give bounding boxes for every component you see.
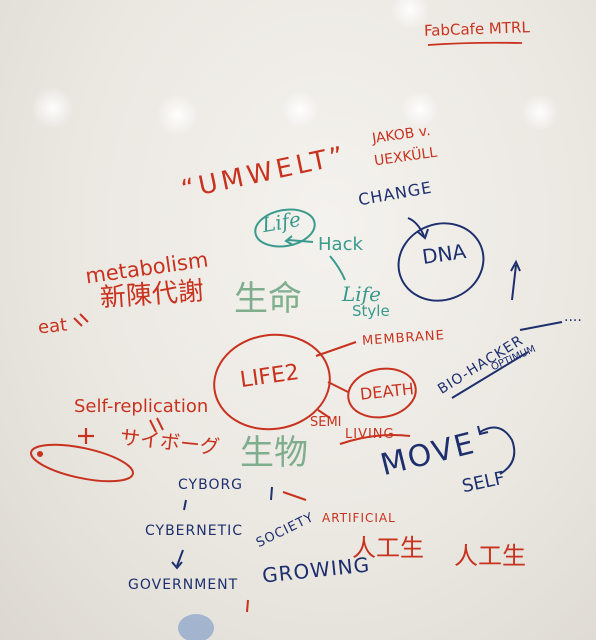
light-glare bbox=[280, 92, 320, 127]
red-oval bbox=[30, 443, 134, 483]
light-glare bbox=[30, 88, 75, 128]
tick-mark bbox=[270, 486, 273, 501]
up-arrow bbox=[511, 264, 517, 301]
life-word: Life bbox=[260, 206, 303, 238]
up-arrow-head bbox=[510, 259, 521, 272]
jinkou-sei-1: 人工生 bbox=[352, 534, 424, 562]
light-glare bbox=[400, 92, 440, 127]
red-plus bbox=[78, 428, 94, 444]
life-circle bbox=[254, 208, 316, 248]
semi-line bbox=[317, 409, 331, 419]
tag-underline bbox=[427, 41, 523, 46]
optimum-line bbox=[519, 321, 563, 331]
light-glare bbox=[520, 95, 560, 130]
eat-marks bbox=[73, 313, 89, 327]
life2-death-line bbox=[327, 381, 349, 393]
membrane-line bbox=[315, 341, 357, 357]
replication-marks bbox=[149, 417, 164, 433]
seimei-kanji: 生命 bbox=[234, 279, 302, 319]
fabcafe-tag: FabCafe MTRL bbox=[423, 18, 531, 40]
dna-word: DNA bbox=[420, 239, 468, 269]
cybernetic-word: CYBERNETIC bbox=[145, 523, 244, 539]
cyborg-arrow bbox=[183, 499, 187, 511]
artificial-word: ARTIFICIAL bbox=[322, 511, 396, 525]
change-arrow-head bbox=[417, 228, 429, 240]
dots-mark: .... bbox=[564, 309, 582, 325]
self-loop bbox=[479, 426, 516, 475]
self-loop-head bbox=[477, 425, 489, 436]
biohacker-underline bbox=[451, 351, 529, 399]
red-small-tick bbox=[246, 599, 249, 613]
change-arrow bbox=[407, 217, 425, 237]
living-word: LIVING bbox=[345, 427, 395, 442]
red-dot bbox=[37, 451, 43, 457]
red-arrow-society bbox=[282, 491, 307, 501]
blue-smudge bbox=[178, 614, 214, 640]
government-word: GOVERNMENT bbox=[128, 577, 239, 593]
hack-arrow-head bbox=[284, 235, 294, 246]
seibutsu-kanji: 生物 bbox=[240, 433, 308, 473]
style-word: Style bbox=[352, 302, 390, 320]
hack-word: Hack bbox=[318, 234, 363, 255]
shintaisha-kanji: 新陳代謝 bbox=[99, 276, 205, 314]
semi-word: SEMI bbox=[310, 415, 342, 430]
life2-circle bbox=[213, 333, 331, 431]
hack-arrow-left bbox=[287, 239, 314, 243]
self-replication-word: Self-replication bbox=[74, 396, 209, 417]
eat-word: eat bbox=[36, 314, 69, 339]
living-underline bbox=[339, 434, 411, 445]
cyborg-word: CYBORG bbox=[178, 477, 244, 493]
light-glare bbox=[155, 95, 200, 135]
dna-circle bbox=[397, 222, 485, 302]
death-circle bbox=[347, 367, 417, 419]
hack-arrow-right bbox=[329, 255, 346, 281]
gov-arrow bbox=[176, 549, 184, 567]
gov-arrow-head bbox=[171, 561, 183, 570]
life-word-2: Life bbox=[342, 282, 381, 306]
jinkou-sei-2: 人工生 bbox=[454, 542, 526, 570]
